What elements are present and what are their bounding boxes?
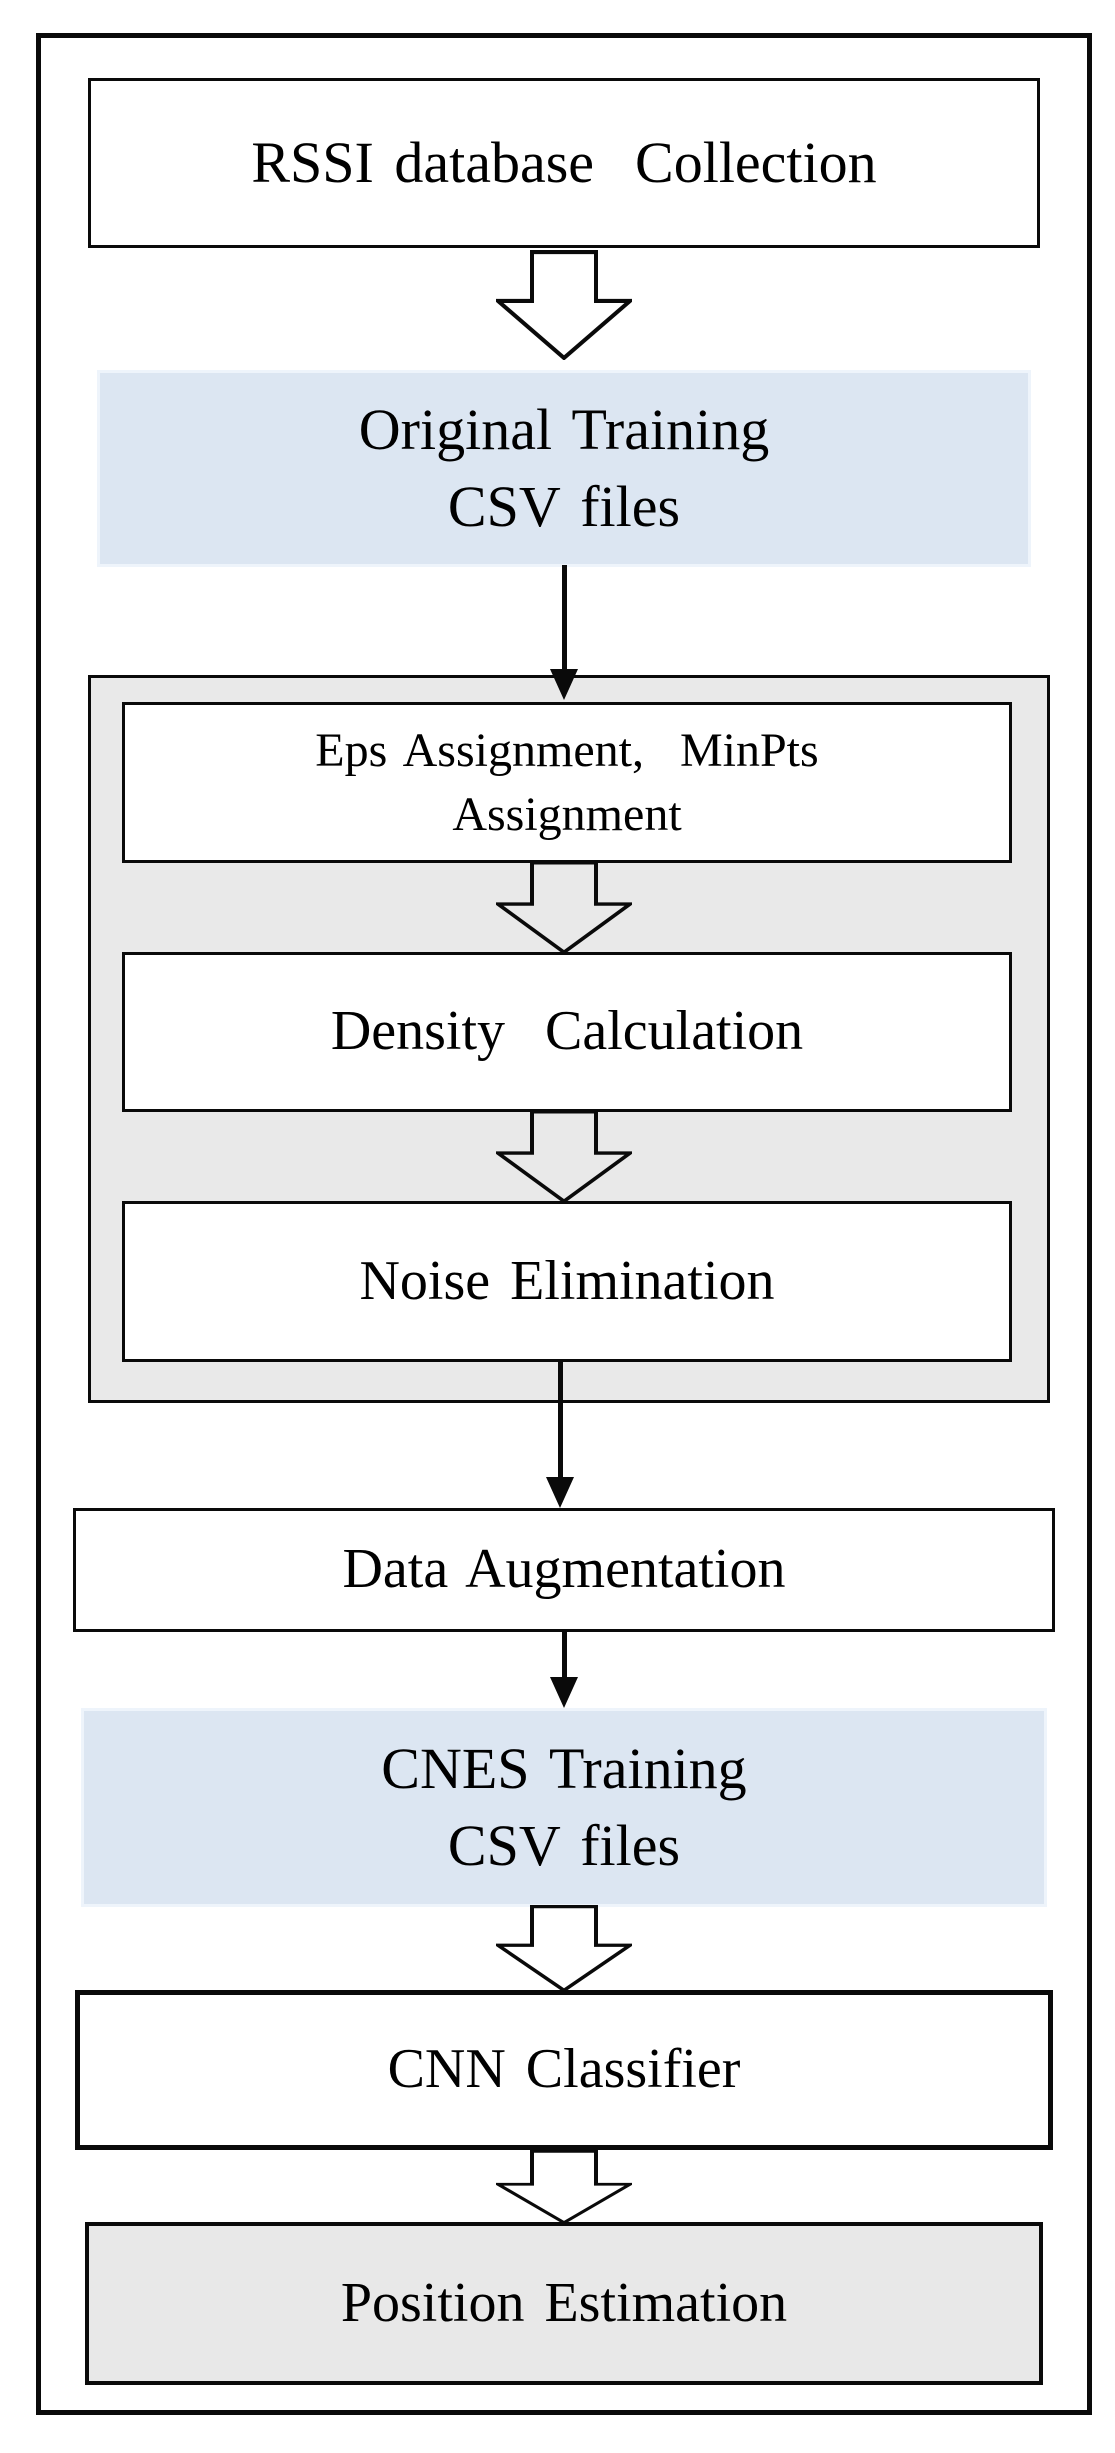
hollow-down-arrow-icon [496, 1110, 632, 1203]
node-label: Data Augmentation [342, 1538, 786, 1601]
node-label: CNN Classifier [387, 2038, 741, 2101]
node-eps-minpts-assignment: Eps Assignment, MinPts Assignment [122, 702, 1012, 863]
hollow-down-arrow-icon [496, 1905, 632, 1992]
node-label: Density Calculation [330, 1000, 804, 1063]
node-rssi-database-collection: RSSI database Collection [88, 78, 1040, 248]
solid-down-arrow-icon [546, 1632, 582, 1708]
node-label: Noise Elimination [359, 1249, 775, 1312]
hollow-down-arrow-icon [496, 2150, 632, 2224]
node-data-augmentation: Data Augmentation [73, 1508, 1055, 1632]
node-cnn-classifier: CNN Classifier [75, 1990, 1053, 2150]
node-label: Eps Assignment, MinPts Assignment [315, 724, 819, 841]
node-cnes-training-csv-files: CNES Training CSV files [81, 1708, 1047, 1907]
node-original-training-csv-files: Original Training CSV files [97, 370, 1031, 567]
hollow-down-arrow-icon [496, 861, 632, 954]
node-density-calculation: Density Calculation [122, 952, 1012, 1112]
node-position-estimation: Position Estimation [85, 2222, 1043, 2385]
node-label: RSSI database Collection [251, 129, 877, 195]
node-label: CNES Training CSV files [381, 1735, 747, 1878]
hollow-down-arrow-icon [496, 250, 632, 360]
node-label: Position Estimation [340, 2271, 788, 2334]
solid-down-arrow-icon [542, 1362, 578, 1508]
node-noise-elimination: Noise Elimination [122, 1201, 1012, 1362]
solid-down-arrow-icon [546, 565, 582, 700]
outer-frame [36, 33, 1092, 2415]
node-label: Original Training CSV files [358, 396, 770, 539]
